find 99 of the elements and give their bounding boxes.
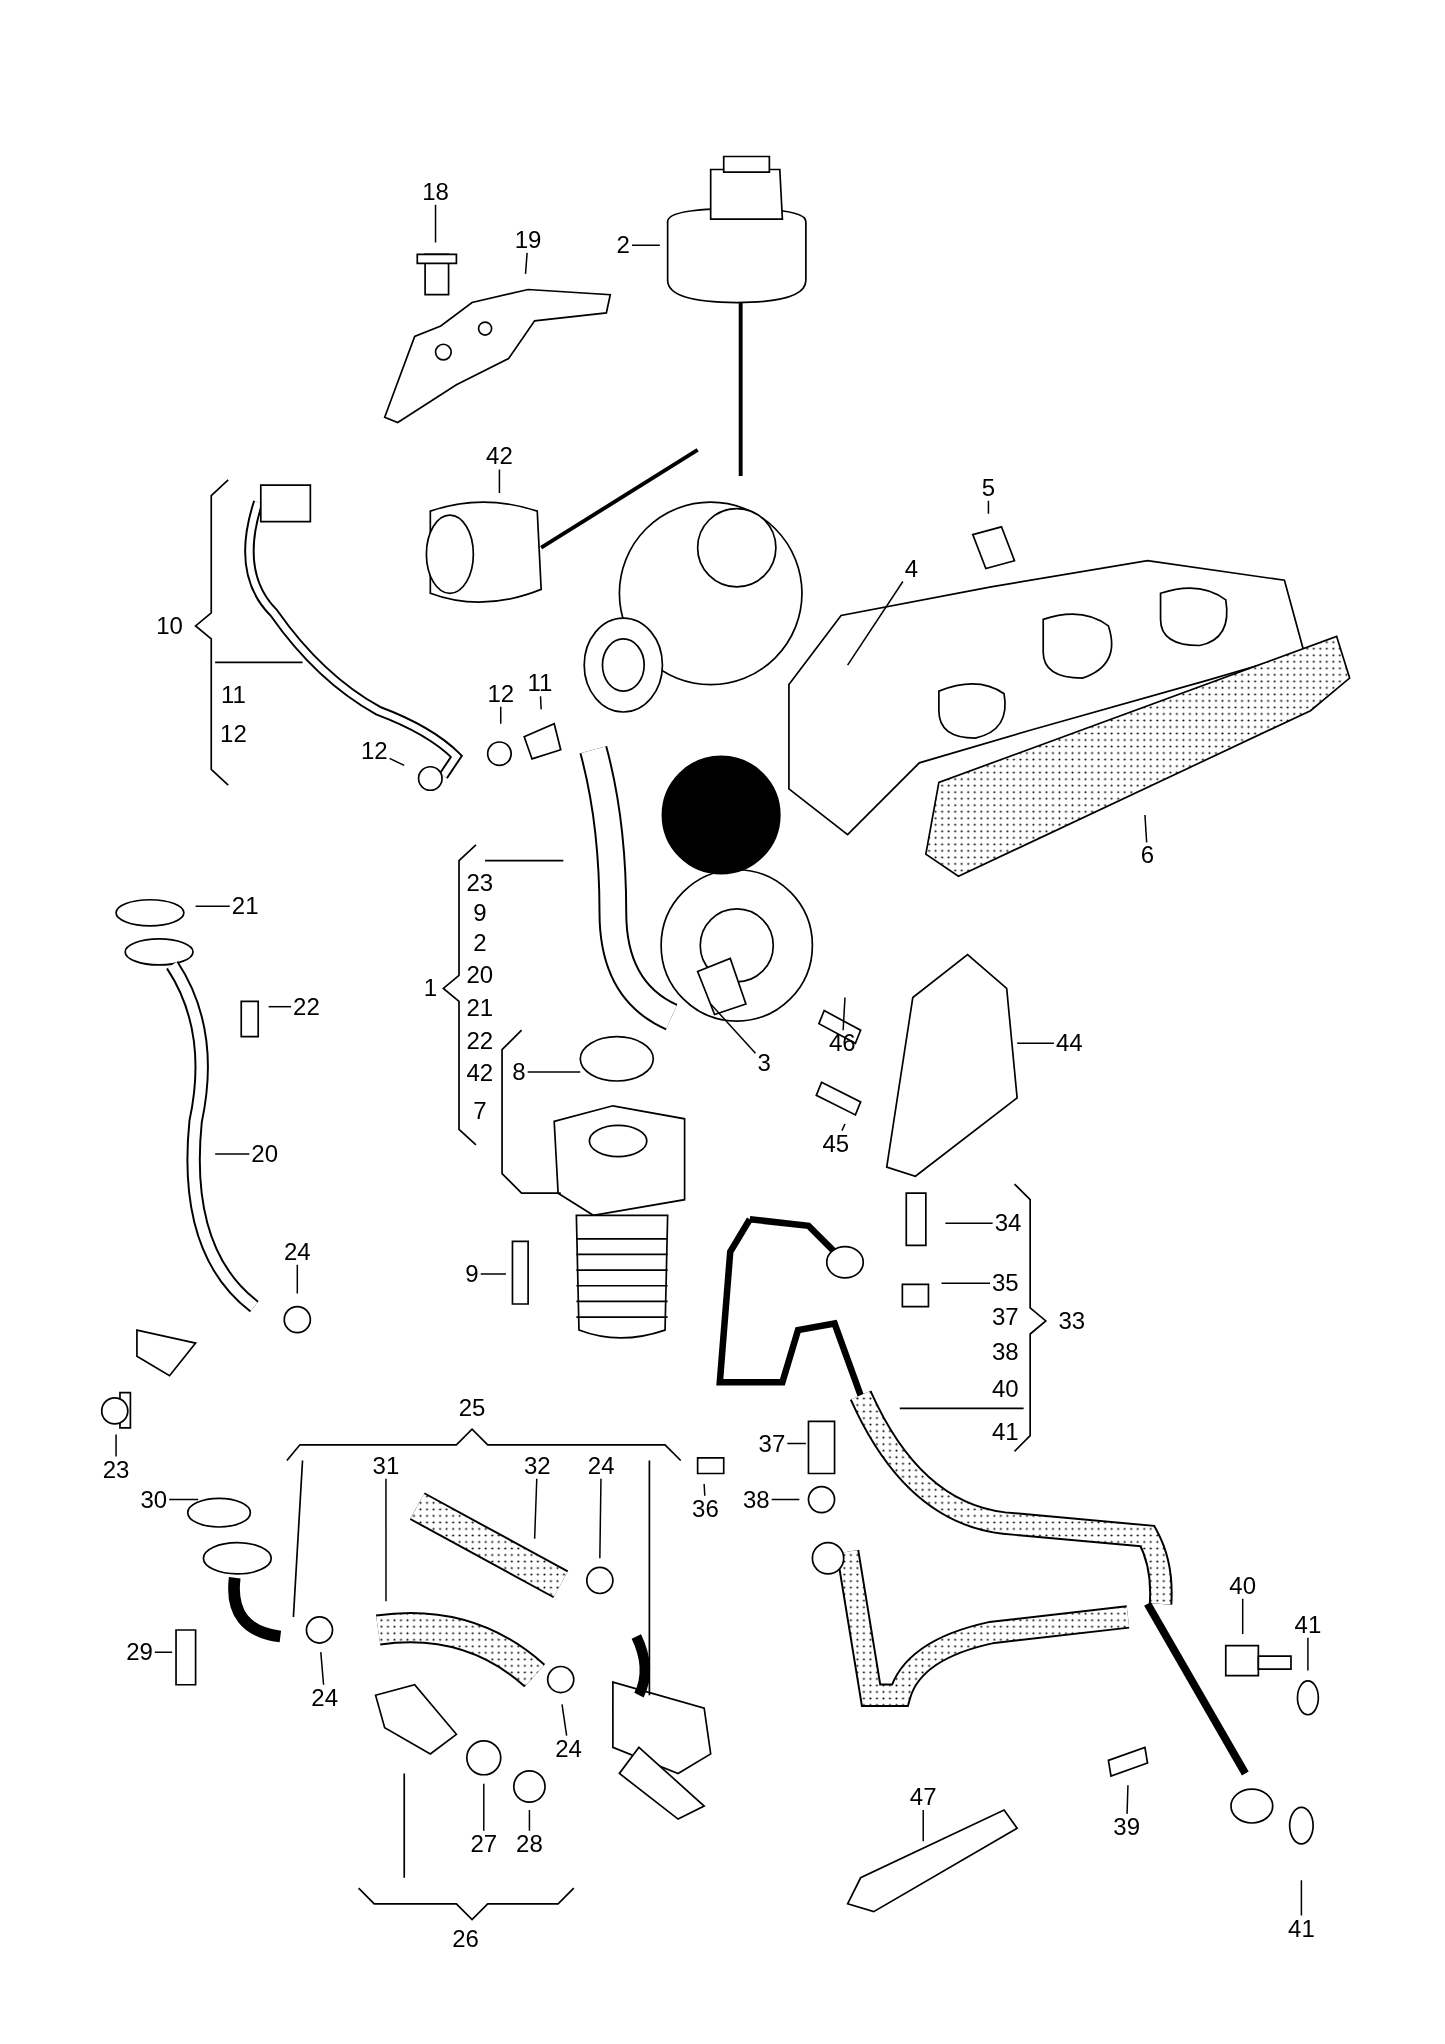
- callout-number: 32: [521, 1452, 553, 1479]
- callout-number: 12: [485, 680, 517, 707]
- leader-line: [1241, 1597, 1244, 1635]
- leader-line: [498, 468, 501, 494]
- callout-number: 42: [484, 443, 515, 470]
- callout-number: 23: [465, 869, 495, 896]
- callout-number: 27: [468, 1830, 500, 1857]
- leader-line: [944, 1222, 994, 1224]
- callout-number: 25: [457, 1395, 487, 1422]
- callout-number: 20: [249, 1141, 281, 1168]
- callout-number: 3: [755, 1049, 773, 1076]
- leader-line: [267, 1005, 292, 1008]
- leader-line: [1126, 1784, 1129, 1815]
- leader-line: [1300, 1879, 1303, 1917]
- callout-number: 21: [465, 995, 495, 1021]
- callout-number: 26: [451, 1926, 480, 1953]
- callout-number: 6: [1138, 842, 1157, 869]
- callout-number: 24: [585, 1452, 617, 1479]
- leader-line: [500, 705, 502, 725]
- leader-line: [533, 1477, 538, 1540]
- callout-number: 22: [465, 1027, 495, 1054]
- leader-line: [987, 499, 990, 515]
- callout-number: 22: [291, 993, 322, 1020]
- callout-number: 7: [472, 1098, 488, 1124]
- callout-number: 4: [902, 555, 921, 582]
- callout-number: 38: [991, 1339, 1020, 1366]
- callout-number: 9: [463, 1261, 481, 1287]
- leader-line: [1016, 1042, 1055, 1044]
- callout-number: 2: [472, 929, 488, 956]
- callout-number: 11: [219, 682, 247, 709]
- callout-number: 40: [991, 1375, 1020, 1402]
- callout-number: 24: [553, 1735, 584, 1762]
- callout-number: 35: [990, 1270, 1021, 1297]
- leader-line: [539, 695, 542, 711]
- callout-number: 12: [358, 738, 390, 765]
- callout-number: 18: [420, 178, 451, 205]
- callout-number: 47: [907, 1783, 939, 1810]
- callout-number: 1: [422, 975, 438, 1002]
- leader-line: [480, 1273, 507, 1275]
- leader-line: [599, 1477, 602, 1560]
- callout-number: 44: [1053, 1030, 1085, 1057]
- callout-number: 33: [1057, 1307, 1087, 1334]
- callout-number: 31: [370, 1452, 402, 1479]
- callout-number: 8: [510, 1058, 528, 1085]
- callout-number: 5: [979, 474, 998, 501]
- leader-line: [168, 1498, 199, 1501]
- callout-number: 9: [472, 899, 488, 926]
- leader-line: [154, 1651, 173, 1653]
- leader-line: [385, 1477, 387, 1603]
- leader-line: [770, 1498, 801, 1501]
- leader-line: [296, 1264, 299, 1295]
- callout-number: 34: [992, 1210, 1024, 1237]
- leader-line: [194, 905, 231, 908]
- callout-number: 45: [820, 1130, 852, 1157]
- callout-number: 29: [124, 1639, 155, 1666]
- callout-number: 23: [100, 1456, 132, 1483]
- leader-line: [214, 1153, 251, 1155]
- leader-line: [528, 1809, 531, 1832]
- callout-number: 41: [1292, 1611, 1324, 1638]
- leader-line: [561, 1703, 568, 1737]
- callout-number: 19: [512, 226, 544, 253]
- leader-line: [940, 1282, 991, 1284]
- callout-number: 39: [1111, 1813, 1142, 1840]
- leader-line: [842, 996, 846, 1031]
- callout-number: 41: [991, 1418, 1020, 1445]
- leader-line: [786, 1442, 807, 1445]
- callout-number: 21: [229, 893, 261, 920]
- callout-number: 36: [690, 1495, 721, 1522]
- callout-number: 2: [614, 232, 632, 259]
- leader-line: [841, 1123, 846, 1132]
- callout-number: 20: [465, 962, 495, 989]
- leader-line: [709, 1003, 757, 1054]
- callout-number: 41: [1286, 1915, 1317, 1942]
- callout-number: 24: [309, 1684, 341, 1711]
- leader-line: [1307, 1637, 1309, 1672]
- leader-line: [483, 1783, 485, 1832]
- callout-number: 40: [1227, 1572, 1259, 1599]
- leader-line: [388, 757, 405, 767]
- callout-number: 30: [138, 1486, 170, 1513]
- callout-number: 38: [740, 1486, 772, 1513]
- callout-number: 24: [281, 1238, 313, 1265]
- callout-number: 10: [155, 612, 184, 639]
- callout-number: 37: [991, 1304, 1020, 1331]
- leader-line: [922, 1809, 924, 1842]
- leader-line: [434, 203, 437, 244]
- leader-line: [846, 580, 904, 666]
- leader-line: [524, 252, 528, 275]
- leader-line: [320, 1651, 325, 1686]
- leader-line: [526, 1071, 582, 1073]
- leader-line: [631, 244, 661, 246]
- leader-line: [703, 1483, 706, 1497]
- callout-number: 28: [514, 1830, 545, 1857]
- callout-number: 46: [827, 1030, 858, 1057]
- leader-line: [115, 1433, 117, 1458]
- callout-number: 11: [525, 670, 555, 697]
- callout-number: 37: [756, 1430, 788, 1457]
- callout-number: 12: [219, 721, 248, 748]
- leader-line: [1144, 814, 1148, 844]
- callout-number: 42: [465, 1060, 495, 1087]
